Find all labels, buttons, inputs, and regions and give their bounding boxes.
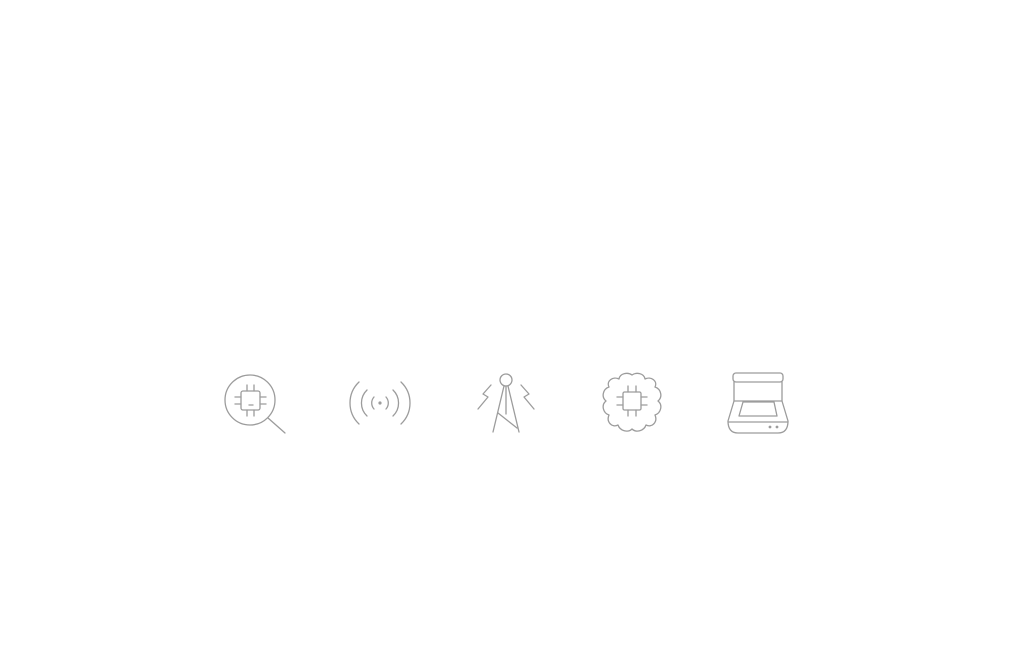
wireless-signal-icon: [348, 371, 412, 435]
icon-row: [222, 371, 790, 435]
chip-search-icon: [222, 371, 286, 435]
radio-tower-icon: [474, 371, 538, 435]
flatbed-scanner-icon: [726, 371, 790, 435]
ai-chip-brain-icon: [600, 371, 664, 435]
